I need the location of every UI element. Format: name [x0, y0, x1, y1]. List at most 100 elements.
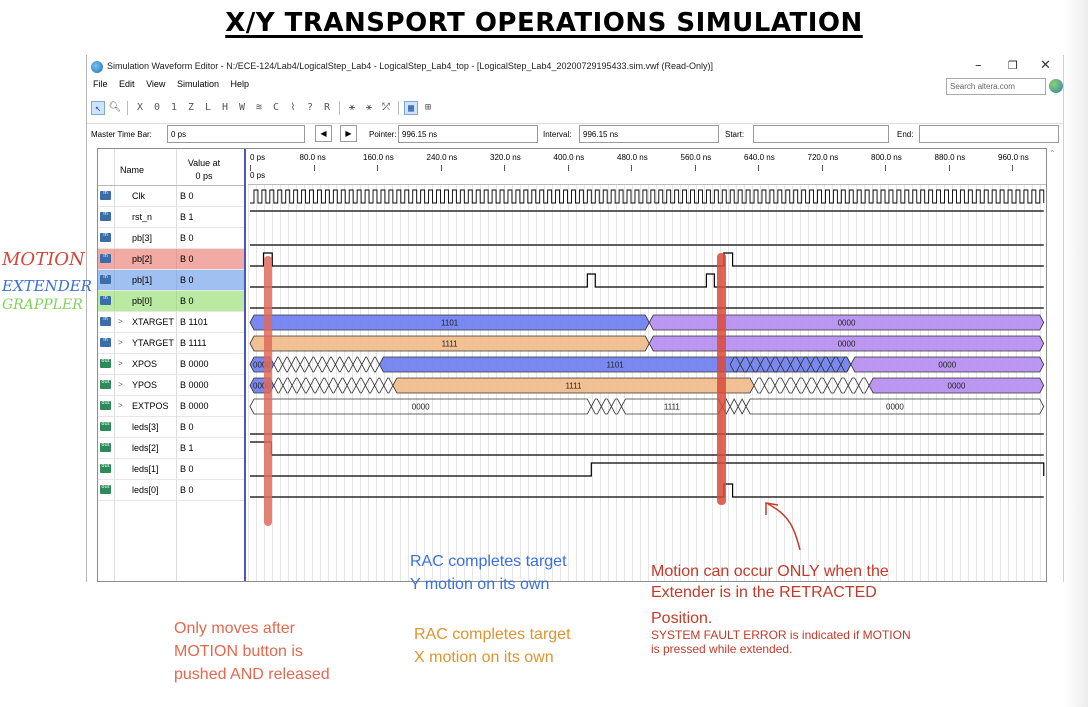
x-motion-note: RAC completes target X motion on its own	[414, 623, 571, 669]
bus-segment	[300, 377, 311, 394]
time-tick-label: 480.0 ns	[617, 153, 648, 162]
time-tick-label: 800.0 ns	[871, 153, 902, 162]
force-weak-low-icon[interactable]: L	[204, 102, 212, 113]
retracted-motion-note: Motion can occur ONLY when the Extender …	[651, 561, 889, 629]
expand-chevron-icon[interactable]: >	[118, 359, 123, 368]
input-pin-icon: in	[100, 275, 111, 284]
random-value-icon[interactable]: R	[323, 102, 331, 113]
time-tick-mark	[567, 165, 569, 171]
end-field[interactable]	[919, 125, 1059, 143]
expand-chevron-icon[interactable]: >	[118, 317, 123, 326]
input-pin-icon: in	[100, 317, 111, 326]
time-tick-label: 640.0 ns	[744, 153, 775, 162]
bus-value-label: 0000	[838, 319, 856, 328]
time-tick-mark	[377, 165, 378, 171]
bus-value-label: 0000	[253, 361, 271, 370]
pointer-field[interactable]: 996.15 ns	[398, 125, 538, 143]
bus-segment	[290, 356, 301, 373]
selection-tool-icon[interactable]: ↖	[91, 101, 105, 115]
note-line: Position.	[651, 610, 713, 627]
clk-waveform	[250, 189, 1045, 204]
time-tick-mark	[885, 165, 886, 171]
bus-segment	[370, 356, 380, 373]
scroll-up-icon[interactable]: ⌃	[1049, 149, 1056, 158]
start-field[interactable]	[753, 125, 889, 143]
output-pin-icon: out	[100, 359, 111, 368]
signal-name: XPOS	[132, 359, 158, 369]
signal-name: YTARGET	[132, 338, 174, 348]
force-low-icon[interactable]: 0	[153, 102, 161, 113]
note-line: RAC completes target	[414, 626, 571, 643]
bus-segment	[816, 377, 828, 394]
bus-segment	[795, 377, 807, 394]
force-dont-care-icon[interactable]: W	[238, 102, 246, 113]
master-time-bar-field[interactable]: 0 ps	[167, 125, 305, 143]
force-weak-high-icon[interactable]: H	[221, 102, 229, 113]
sort-icon[interactable]: ⤱	[382, 102, 390, 113]
force-unknown-icon[interactable]: X	[136, 102, 144, 113]
search-input[interactable]: Search altera.com	[946, 78, 1046, 95]
timing-simulation-icon[interactable]: ⊞	[424, 102, 432, 113]
bus-segment	[648, 335, 1045, 352]
next-transition-button[interactable]: ▶	[340, 125, 357, 142]
bus-value-label: 0000	[886, 403, 904, 412]
bus-segment	[383, 377, 394, 394]
signal-value: B 0	[180, 296, 194, 306]
app-icon	[91, 61, 103, 73]
force-high-icon[interactable]: 1	[170, 102, 178, 113]
zoom-tool-icon[interactable]: 🔍︎	[108, 102, 122, 113]
globe-icon[interactable]	[1049, 79, 1063, 93]
invert-value-icon[interactable]: ≋	[255, 102, 263, 113]
bus-segment	[753, 377, 765, 394]
signal-value: B 0	[180, 464, 194, 474]
menu-simulation[interactable]: Simulation	[176, 79, 219, 89]
close-button[interactable]: ✕	[1040, 58, 1051, 73]
grid-settings-icon[interactable]: ⚹	[366, 102, 372, 113]
menu-view[interactable]: View	[146, 79, 166, 89]
input-pin-icon: in	[100, 296, 111, 305]
minimize-button[interactable]: –	[975, 58, 982, 73]
signal-name: pb[2]	[132, 254, 153, 264]
motion-side-label: MOTION	[2, 249, 85, 270]
signal-value: B 0	[180, 191, 194, 201]
previous-transition-button[interactable]: ◀	[315, 125, 332, 142]
bus-segment	[273, 356, 284, 373]
bus-segment	[784, 377, 797, 394]
arbitrary-value-icon[interactable]: ?	[306, 102, 314, 113]
interval-field[interactable]: 996.15 ns	[579, 125, 719, 143]
signal-name: leds[3]	[132, 422, 159, 432]
slide-title: X/Y TRANSPORT OPERATIONS SIMULATION	[225, 8, 863, 38]
bus-value-label: 0000	[938, 361, 956, 370]
bus-value-label: 0000	[948, 382, 966, 391]
bus-value-label: 1111	[664, 403, 681, 412]
window-title: Simulation Waveform Editor - N:/ECE-124/…	[107, 61, 714, 71]
expand-chevron-icon[interactable]: >	[118, 338, 123, 347]
snap-to-grid-icon[interactable]: ⚹	[349, 102, 355, 113]
menu-help[interactable]: Help	[230, 79, 249, 89]
functional-simulation-icon[interactable]: ▦	[404, 101, 418, 115]
force-high-impedance-icon[interactable]: Z	[187, 102, 195, 113]
clock-value-icon[interactable]: ⌇	[290, 102, 296, 113]
menu-file[interactable]: File	[93, 79, 108, 89]
expand-chevron-icon[interactable]: >	[118, 401, 123, 410]
count-value-icon[interactable]: C	[272, 102, 280, 113]
restore-button[interactable]: ❐	[1008, 59, 1018, 72]
menu-edit[interactable]: Edit	[119, 79, 135, 89]
expand-chevron-icon[interactable]: >	[118, 380, 123, 389]
